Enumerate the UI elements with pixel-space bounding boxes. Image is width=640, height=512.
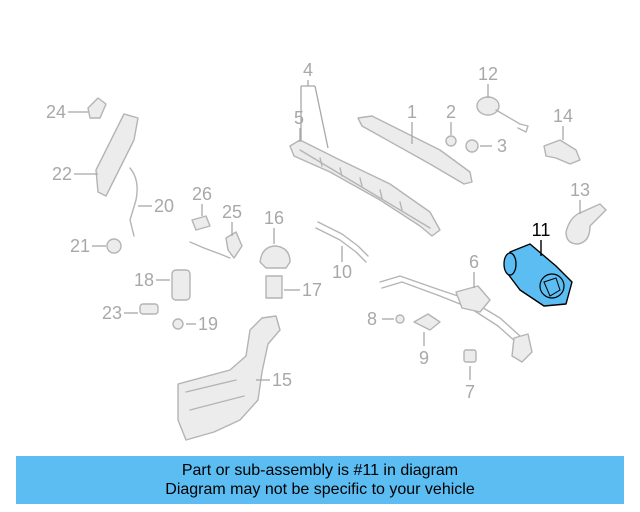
callout-8: 8 [367, 309, 377, 329]
part-clip-26 [189, 215, 231, 259]
part-linkage-6 [379, 275, 533, 363]
callout-22: 22 [52, 164, 72, 184]
callout-11: 11 [532, 220, 551, 240]
part-seal-23 [139, 303, 159, 315]
part-hose-20 [129, 167, 138, 237]
part-grommet-12 [476, 96, 529, 133]
callout-2: 2 [446, 102, 456, 122]
part-washer-8 [395, 314, 405, 324]
leader-4 [300, 80, 329, 149]
callout-1: 1 [407, 102, 417, 122]
callout-3: 3 [497, 136, 507, 156]
part-nut-3 [465, 139, 479, 153]
part-reservoir-15 [177, 315, 281, 441]
part-bracket-14 [543, 139, 581, 165]
part-wiper-motor-11 [503, 243, 573, 307]
part-cover-13 [565, 203, 607, 245]
info-banner: Part or sub-assembly is #11 in diagram D… [16, 456, 624, 504]
part-cap-2 [445, 135, 457, 147]
part-cap-16 [259, 245, 291, 269]
callout-12: 12 [478, 64, 498, 84]
callout-5: 5 [294, 108, 304, 128]
callout-18: 18 [134, 270, 154, 290]
callout-6: 6 [469, 252, 479, 272]
callout-9: 9 [419, 348, 429, 368]
part-nozzle-22 [95, 113, 139, 197]
part-pump-18 [171, 269, 191, 301]
callout-15: 15 [272, 370, 292, 390]
banner-line-1: Part or sub-assembly is #11 in diagram [181, 462, 459, 479]
callout-17: 17 [302, 280, 322, 300]
part-rod-10 [315, 221, 369, 263]
part-filter-17 [265, 275, 283, 299]
callout-24: 24 [46, 102, 66, 122]
callout-20: 20 [154, 196, 174, 216]
callout-21: 21 [70, 236, 90, 256]
part-wiper-arm [357, 115, 473, 185]
callout-4: 4 [303, 60, 313, 80]
callout-26: 26 [192, 184, 212, 204]
part-clip-9 [413, 313, 441, 331]
callout-7: 7 [465, 382, 475, 402]
part-connector-21 [106, 238, 122, 254]
callout-23: 23 [102, 303, 122, 323]
part-wiper-blade [289, 139, 441, 237]
callout-16: 16 [264, 208, 284, 228]
part-valve-25 [225, 231, 243, 259]
callout-13: 13 [570, 180, 590, 200]
part-bushing-7 [463, 349, 477, 363]
banner-line-2: Diagram may not be specific to your vehi… [165, 481, 475, 498]
callout-25: 25 [222, 202, 242, 222]
part-sensor-24 [87, 97, 107, 119]
part-grommet-19 [172, 318, 184, 330]
callout-19: 19 [198, 314, 218, 334]
callout-10: 10 [332, 262, 352, 282]
callout-14: 14 [553, 106, 573, 126]
